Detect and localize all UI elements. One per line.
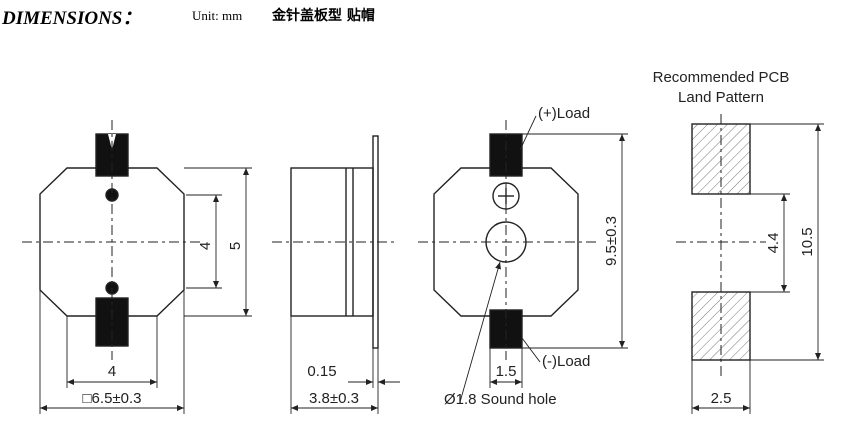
- dim-side-plate: 0.15: [307, 363, 336, 380]
- dim-front-inner: 4: [197, 242, 214, 250]
- top-view: [418, 115, 628, 403]
- front-view: [22, 120, 252, 414]
- product-label: 金针盖板型 贴帽: [272, 8, 375, 24]
- dim-front-height: 5: [227, 242, 244, 250]
- pcb-land-pattern: [676, 114, 824, 414]
- dim-pcb-total: 10.5: [799, 227, 816, 256]
- plus-load-label: (+)Load: [538, 105, 590, 122]
- pcb-title-line2: Land Pattern: [678, 89, 764, 106]
- dim-front-pin-span: 4: [108, 363, 116, 380]
- dim-top-height: 9.5±0.3: [603, 216, 620, 266]
- dim-side-depth: 3.8±0.3: [309, 390, 359, 407]
- dimensions-title: DIMENSIONS：: [2, 8, 142, 29]
- pcb-title-line1: Recommended PCB: [653, 69, 790, 86]
- header: DIMENSIONS： Unit: mm 金针盖板型 贴帽: [0, 0, 850, 30]
- unit-label: Unit: mm: [192, 8, 243, 23]
- top-body-outline: [433, 167, 579, 317]
- dim-top-pin-width: 1.5: [496, 363, 517, 380]
- dim-pcb-pad-width: 2.5: [711, 390, 732, 407]
- sound-hole-label: Ø1.8 Sound hole: [444, 391, 557, 408]
- side-view: [272, 135, 400, 414]
- minus-load-label: (-)Load: [542, 353, 590, 370]
- dim-front-width: □6.5±0.3: [83, 390, 142, 407]
- dim-pcb-gap: 4.4: [765, 233, 782, 254]
